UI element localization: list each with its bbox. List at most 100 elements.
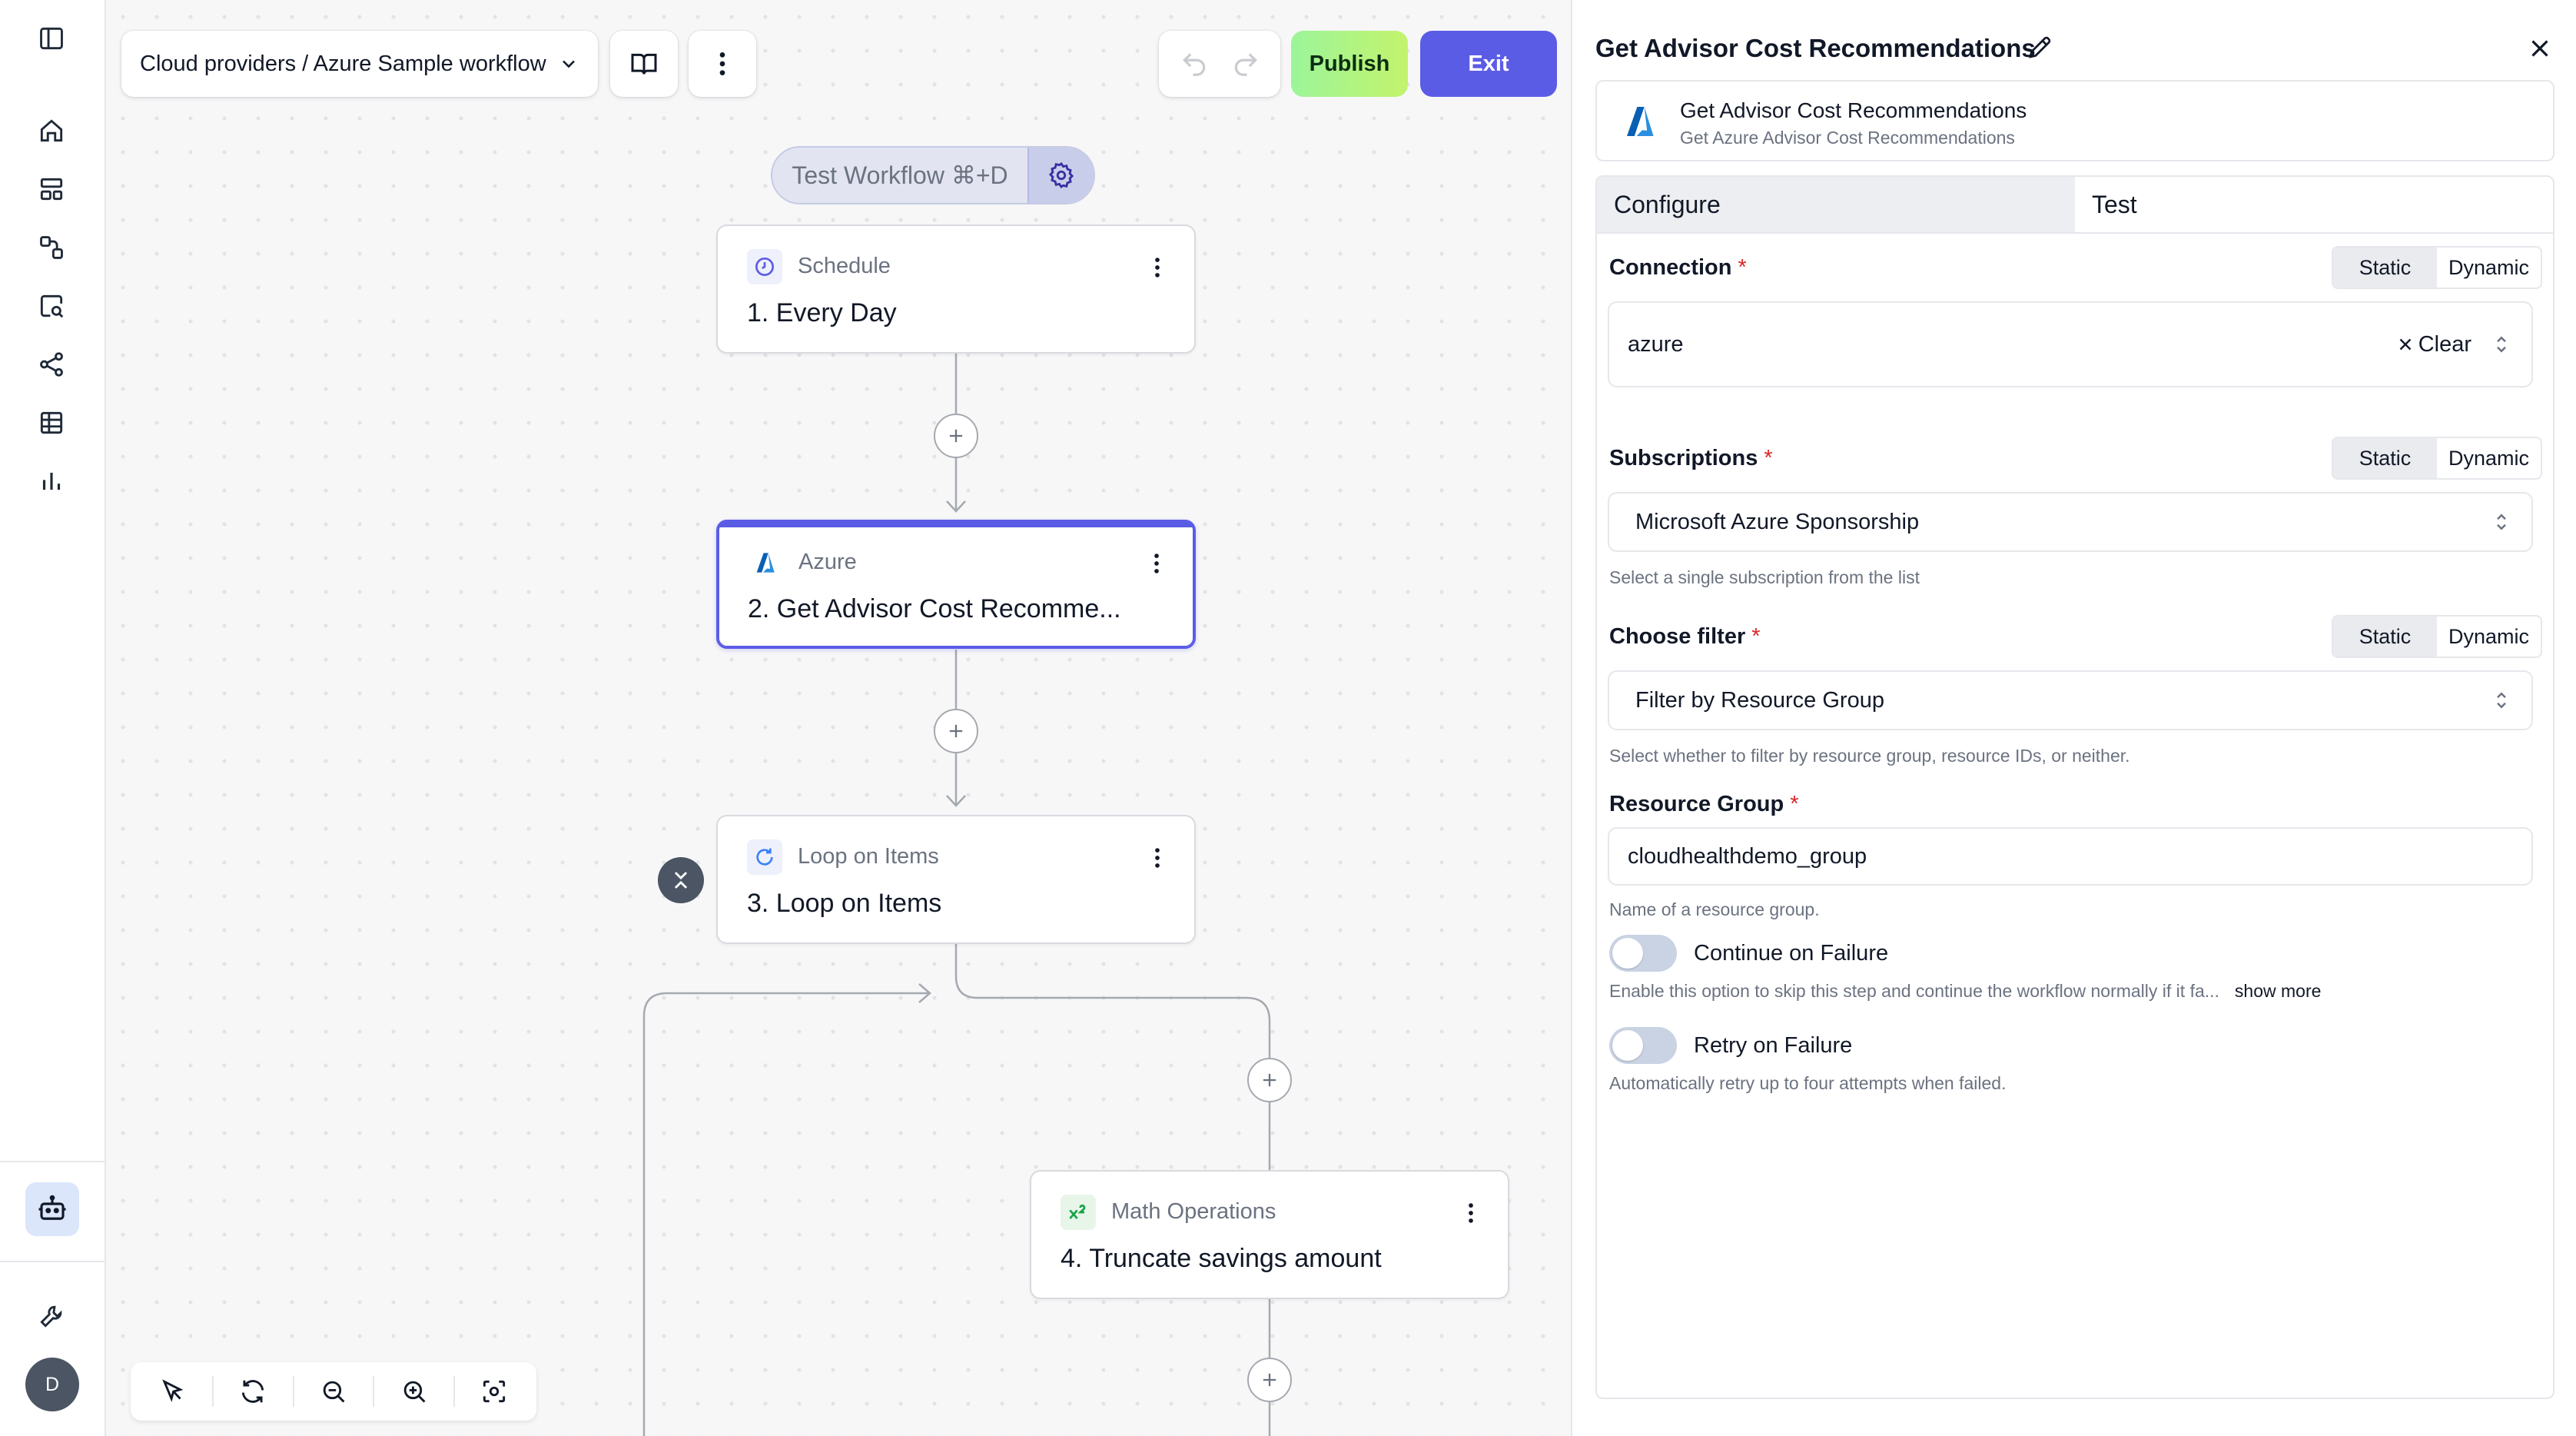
azure-logo-icon [1627, 107, 1654, 136]
toggle-sidebar-icon[interactable] [30, 17, 73, 60]
collapse-loop-button[interactable] [658, 857, 704, 903]
pencil-icon[interactable] [2026, 34, 2053, 61]
add-step-button[interactable] [934, 709, 978, 753]
add-step-button[interactable] [1247, 1058, 1292, 1102]
home-icon[interactable] [30, 109, 73, 152]
clear-label: Clear [2418, 331, 2471, 357]
workflow-canvas[interactable]: Cloud providers / Azure Sample workflow … [106, 0, 1571, 1436]
test-workflow-pill: Test Workflow ⌘+D [771, 146, 1095, 204]
tab-configure[interactable]: Configure [1597, 177, 2075, 232]
resource-group-input[interactable]: cloudhealthdemo_group [1608, 827, 2533, 886]
node-kind: Schedule [798, 254, 891, 278]
subscriptions-select[interactable]: Microsoft Azure Sponsorship [1608, 492, 2533, 552]
continue-on-failure-label: Continue on Failure [1694, 941, 1889, 966]
static-option[interactable]: Static [2333, 438, 2437, 478]
show-more-link[interactable]: show more [2234, 981, 2322, 1001]
node-menu-button[interactable] [1141, 547, 1172, 580]
tab-test[interactable]: Test [2092, 190, 2137, 218]
azure-logo-icon [748, 545, 783, 580]
x-icon [2399, 338, 2412, 351]
node-menu-button[interactable] [1456, 1196, 1486, 1230]
connection-value: azure [1628, 331, 1684, 357]
chevron-up-down-icon [2497, 514, 2506, 530]
panel-tabs: Configure Test [1595, 175, 2554, 234]
loop-icon [747, 839, 782, 875]
ai-agent-icon[interactable] [25, 1182, 79, 1236]
runs-search-icon[interactable] [30, 284, 73, 327]
filter-help: Select whether to filter by resource gro… [1609, 746, 2130, 766]
zoom-out-button[interactable] [310, 1368, 357, 1414]
piece-action-name: Get Advisor Cost Recommendations [1680, 98, 2027, 122]
dynamic-option[interactable]: Dynamic [2448, 446, 2530, 470]
plus-icon [949, 429, 963, 443]
zoom-in-button[interactable] [391, 1368, 437, 1414]
user-avatar[interactable]: D [25, 1358, 79, 1411]
select-tool-button[interactable] [150, 1368, 196, 1414]
publish-button[interactable]: Publish [1291, 31, 1408, 97]
dynamic-option[interactable]: Dynamic [2448, 624, 2530, 648]
tables-icon[interactable] [30, 401, 73, 444]
workflow-breadcrumb[interactable]: Cloud providers / Azure Sample workflow [121, 31, 598, 97]
static-option[interactable]: Static [2333, 248, 2437, 288]
continue-on-failure-toggle[interactable] [1609, 935, 1677, 972]
test-settings-button[interactable] [1027, 148, 1094, 203]
close-icon[interactable] [2525, 34, 2554, 63]
node-menu-button[interactable] [1142, 841, 1173, 875]
piece-info-card: Get Advisor Cost Recommendations Get Azu… [1595, 80, 2554, 161]
reset-view-button[interactable] [230, 1368, 276, 1414]
panel-title: Get Advisor Cost Recommendations [1595, 34, 2036, 62]
connection-select[interactable]: azure Clear [1608, 301, 2533, 387]
node-kind: Loop on Items [798, 844, 939, 869]
workflow-node-loop[interactable]: Loop on Items 3. Loop on Items [716, 815, 1196, 944]
vertical-dots-icon [1469, 1203, 1473, 1223]
retry-on-failure-toggle[interactable] [1609, 1027, 1677, 1064]
workflow-node-math[interactable]: Math Operations 4. Truncate savings amou… [1030, 1170, 1509, 1299]
vertical-dots-icon [1155, 258, 1160, 278]
zoom-in-icon [403, 1381, 426, 1403]
static-option[interactable]: Static [2333, 617, 2437, 657]
dynamic-option[interactable]: Dynamic [2448, 255, 2530, 279]
collapse-chevrons-icon [674, 872, 688, 889]
analytics-icon[interactable] [30, 460, 73, 503]
clear-connection-button[interactable]: Clear [2395, 332, 2471, 357]
refresh-icon [242, 1380, 264, 1403]
chevron-down-icon [563, 60, 575, 68]
workflow-node-schedule[interactable]: Schedule 1. Every Day [716, 224, 1196, 354]
math-icon [1061, 1195, 1096, 1230]
resource-group-help: Name of a resource group. [1609, 899, 1820, 919]
fit-view-button[interactable] [471, 1368, 517, 1414]
undo-redo-group [1159, 31, 1280, 97]
add-step-button[interactable] [934, 414, 978, 458]
more-options-button[interactable] [689, 31, 756, 97]
zoom-out-icon [323, 1381, 345, 1403]
redo-icon[interactable] [1231, 49, 1260, 78]
node-title: 4. Truncate savings amount [1061, 1244, 1382, 1273]
plus-icon [1263, 1073, 1276, 1087]
chevron-up-down-icon [2497, 692, 2506, 709]
plus-icon [949, 724, 963, 738]
node-title: 1. Every Day [747, 298, 897, 327]
connections-share-icon[interactable] [30, 343, 73, 386]
pointer-icon [161, 1379, 184, 1402]
continue-on-failure-help: Enable this option to skip this step and… [1609, 981, 2322, 1001]
flows-icon[interactable] [30, 226, 73, 269]
connection-label: Connection* [1609, 255, 1747, 280]
docs-button[interactable] [610, 31, 678, 97]
workflow-node-azure[interactable]: Azure 2. Get Advisor Cost Recomme... [716, 520, 1196, 649]
configure-form: Connection* Static Dynamic azure Clear S… [1595, 232, 2554, 1399]
subscriptions-mode-toggle: Static Dynamic [2332, 437, 2542, 480]
plus-icon [1263, 1373, 1276, 1387]
filter-mode-toggle: Static Dynamic [2332, 615, 2542, 658]
filter-select[interactable]: Filter by Resource Group [1608, 670, 2533, 730]
add-step-button[interactable] [1247, 1358, 1292, 1402]
exit-button[interactable]: Exit [1420, 31, 1557, 97]
wrench-icon[interactable] [30, 1295, 73, 1338]
dashboard-icon[interactable] [30, 168, 73, 211]
undo-icon[interactable] [1180, 49, 1209, 78]
subscriptions-help: Select a single subscription from the li… [1609, 567, 1920, 587]
filter-value: Filter by Resource Group [1635, 687, 1884, 713]
step-settings-panel: Get Advisor Cost Recommendations Get Adv… [1571, 0, 2576, 1436]
test-workflow-button[interactable]: Test Workflow ⌘+D [792, 161, 1008, 189]
node-menu-button[interactable] [1142, 251, 1173, 284]
toolbar-divider [373, 1376, 375, 1407]
